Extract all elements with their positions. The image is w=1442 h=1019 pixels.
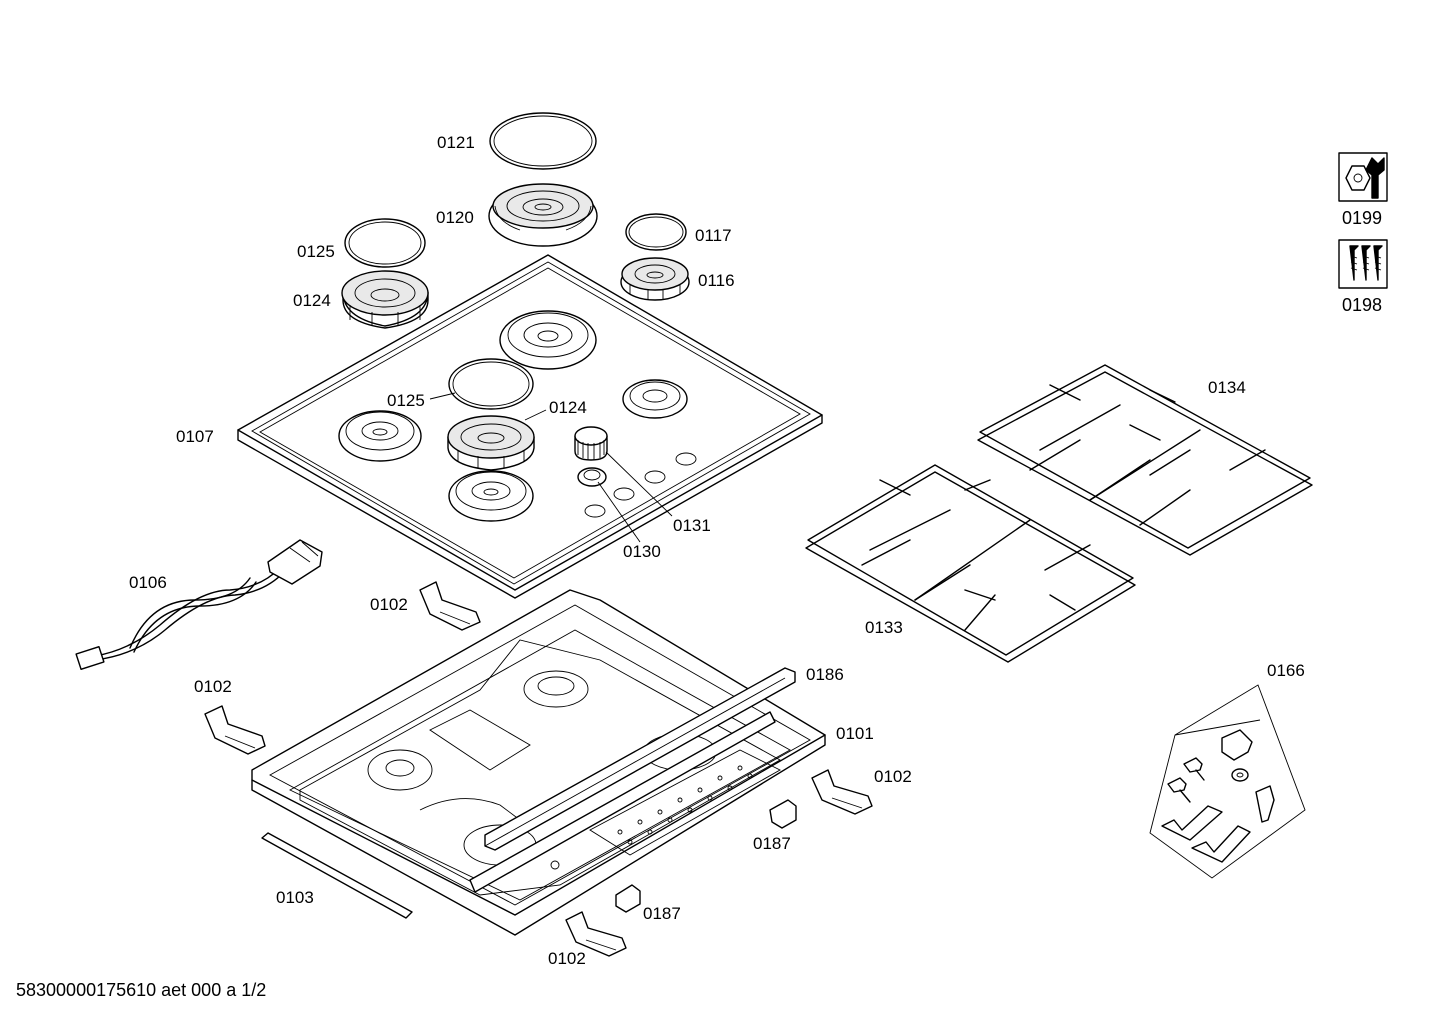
fixing-clip-1	[419, 581, 481, 631]
fixing-clip-4	[565, 911, 627, 957]
base-tray	[251, 589, 826, 936]
part-labels: 0121 0120 0125 0124 0117 0116 0107 0125 …	[129, 133, 1382, 968]
burner-small	[620, 257, 690, 301]
retaining-clip-2	[615, 884, 641, 913]
label-0103: 0103	[276, 888, 314, 907]
power-cable	[75, 539, 323, 671]
label-0130: 0130	[623, 542, 661, 561]
leader-lines	[429, 392, 673, 543]
label-0131: 0131	[673, 516, 711, 535]
wrench-nut-icon	[1338, 152, 1388, 202]
label-0101: 0101	[836, 724, 874, 743]
label-0186: 0186	[806, 665, 844, 684]
drawing-number: 58300000175610 aet 000 a 1/2	[16, 980, 267, 1000]
pan-support-right	[977, 364, 1313, 556]
fixing-clip-2	[204, 705, 266, 755]
conversion-kit	[1149, 684, 1306, 879]
label-0124-mid: 0124	[549, 398, 587, 417]
fixing-clip-3	[811, 769, 873, 815]
label-0102-b: 0102	[194, 677, 232, 696]
label-0125-mid: 0125	[387, 391, 425, 410]
perforation-holes	[617, 765, 753, 845]
burner-cap-medium	[344, 218, 426, 268]
burner-ring-large	[488, 183, 598, 247]
label-0166: 0166	[1267, 661, 1305, 680]
label-0106: 0106	[129, 573, 167, 592]
label-0187-a: 0187	[753, 834, 791, 853]
label-0198: 0198	[1342, 295, 1382, 315]
label-0120: 0120	[436, 208, 474, 227]
seal-strip	[261, 832, 413, 919]
label-0117: 0117	[695, 226, 732, 245]
label-0187-b: 0187	[643, 904, 681, 923]
label-0125-top: 0125	[297, 242, 335, 261]
retaining-clip-1	[769, 799, 797, 829]
screws-icon	[1338, 239, 1388, 289]
label-0121: 0121	[437, 133, 475, 152]
label-0116: 0116	[698, 271, 735, 290]
label-0133: 0133	[865, 618, 903, 637]
burner-cap-large	[489, 112, 597, 170]
burner-medium-installed	[447, 415, 535, 471]
label-0124-top: 0124	[293, 291, 331, 310]
label-0199: 0199	[1342, 208, 1382, 228]
pan-support-left	[805, 464, 1136, 663]
trim-strip	[484, 667, 796, 851]
label-0102-d: 0102	[548, 949, 586, 968]
label-0102-a: 0102	[370, 595, 408, 614]
hob-top-plate	[237, 254, 823, 599]
label-0107: 0107	[176, 427, 214, 446]
label-0102-c: 0102	[874, 767, 912, 786]
burner-cap-medium-installed	[448, 358, 534, 410]
control-knob	[574, 426, 608, 461]
label-0134: 0134	[1208, 378, 1246, 397]
burner-cap-small	[625, 213, 687, 251]
knob-bezel	[577, 467, 607, 487]
burner-medium	[341, 270, 429, 329]
